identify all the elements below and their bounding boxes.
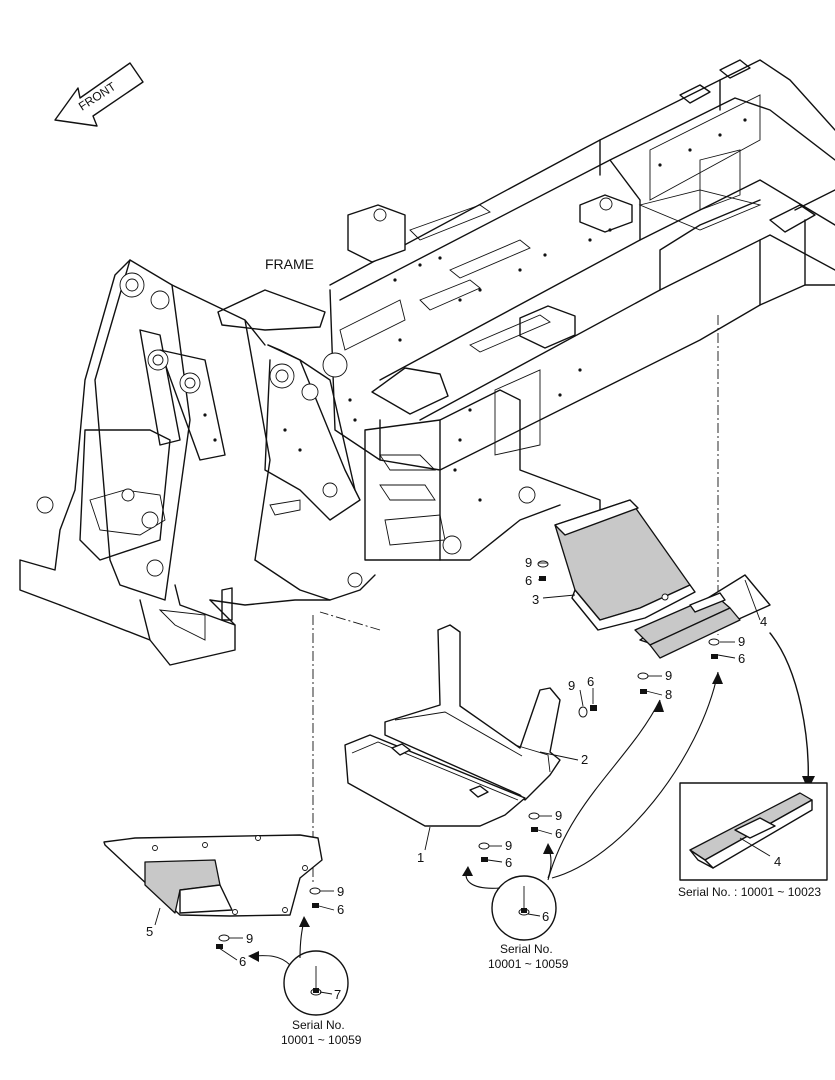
callout-9: 9 <box>246 931 253 946</box>
fastener-p1-bolt <box>481 857 488 862</box>
fastener-p4-bolt <box>711 654 718 659</box>
callout-2: 2 <box>581 752 588 767</box>
callout-6: 6 <box>555 826 562 841</box>
callout-7: 7 <box>334 987 341 1002</box>
callout-arrows <box>248 632 815 966</box>
callout-4: 4 <box>760 614 767 629</box>
callout-6: 6 <box>337 902 344 917</box>
fastener-p5-lower-washer <box>218 934 230 942</box>
serial-note-left-line2: 10001 ~ 10059 <box>281 1033 362 1047</box>
fastener-p1-washer <box>478 842 490 850</box>
callout-4-inset: 4 <box>774 854 781 869</box>
fasteners <box>216 560 720 949</box>
leader-lines <box>154 562 771 995</box>
callout-6: 6 <box>587 674 594 689</box>
fastener-p4-lower-bolt <box>640 689 647 694</box>
callout-9: 9 <box>337 884 344 899</box>
fastener-p5-washer <box>309 887 321 895</box>
fastener-p5-bolt <box>312 903 319 908</box>
detail-circle-center <box>491 875 557 941</box>
fastener-p4-washer <box>708 638 720 646</box>
callout-numbers: 9 6 3 4 9 6 9 8 9 6 2 9 6 1 9 6 6 9 6 5 … <box>146 555 781 1002</box>
frame-label: FRAME <box>265 256 314 272</box>
fastener-p2-lower-washer <box>528 812 540 820</box>
fastener-p2-washer <box>578 706 588 718</box>
callout-5: 5 <box>146 924 153 939</box>
callout-9: 9 <box>555 808 562 823</box>
callout-6: 6 <box>239 954 246 969</box>
part-4-bracket <box>634 574 771 659</box>
part-3-cover-plate <box>554 499 696 631</box>
serial-note-inset: Serial No. : 10001 ~ 10023 <box>678 885 821 899</box>
callout-1: 1 <box>417 850 424 865</box>
callout-9: 9 <box>568 678 575 693</box>
serial-note-center-line1: Serial No. <box>500 942 553 956</box>
serial-note-center-line2: 10001 ~ 10059 <box>488 957 569 971</box>
part-1-plate <box>344 734 526 827</box>
fastener-p4-lower-washer <box>637 672 649 680</box>
callout-9: 9 <box>738 634 745 649</box>
detail-circle-left <box>283 950 349 1016</box>
inset-box-part-4 <box>679 782 828 881</box>
callout-9: 9 <box>665 668 672 683</box>
front-arrow: FRONT <box>54 62 144 127</box>
callout-8: 8 <box>665 687 672 702</box>
fastener-p2-bolt <box>590 705 597 711</box>
serial-notes: Serial No. 10001 ~ 10059 Serial No. 1000… <box>281 885 821 1047</box>
callout-6: 6 <box>738 651 745 666</box>
callout-6: 6 <box>542 909 549 924</box>
fastener-p5-lower-bolt <box>216 944 223 949</box>
part-5-guard <box>103 834 323 917</box>
fastener-p2-lower-bolt <box>531 827 538 832</box>
callout-6: 6 <box>525 573 532 588</box>
callout-6: 6 <box>505 855 512 870</box>
serial-note-left-line1: Serial No. <box>292 1018 345 1032</box>
callout-3: 3 <box>532 592 539 607</box>
frame-bolt-dots <box>203 118 747 502</box>
callout-9: 9 <box>525 555 532 570</box>
main-frame <box>19 59 835 666</box>
fastener-p3-washer <box>537 560 549 568</box>
callout-9: 9 <box>505 838 512 853</box>
